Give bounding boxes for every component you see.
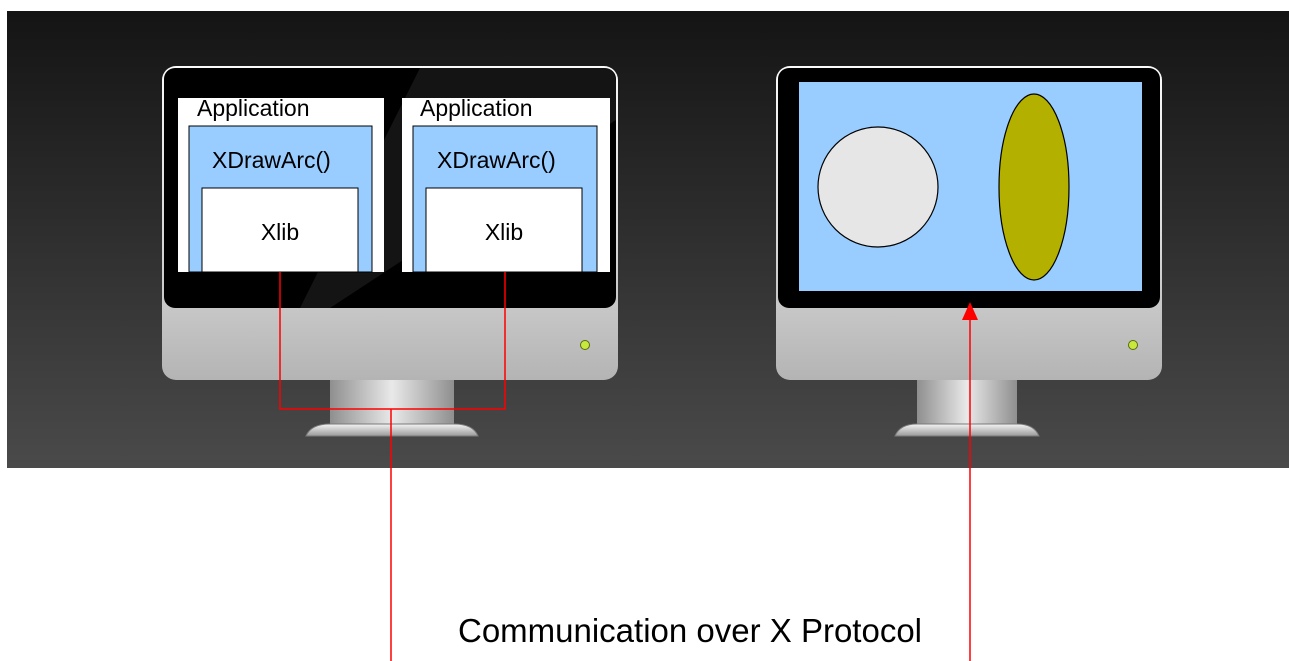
monitor-stand (917, 372, 1017, 426)
app-panel-1: Application XDrawArc() Xlib (178, 95, 384, 273)
right-monitor (776, 66, 1162, 437)
caption: Communication over X Protocol (458, 612, 922, 649)
app-lib-2: Xlib (485, 219, 523, 245)
monitor-base (894, 423, 1040, 437)
power-led (580, 340, 590, 350)
monitor-base (305, 423, 479, 437)
drawn-circle (817, 126, 939, 248)
app-call-1: XDrawArc() (212, 147, 331, 173)
left-monitor: Application XDrawArc() Xlib Application … (162, 66, 618, 437)
client-bracket-line (279, 272, 506, 410)
drawn-ellipse (998, 93, 1070, 281)
app-title-2: Application (420, 95, 533, 121)
app-call-2: XDrawArc() (437, 147, 556, 173)
arrow-head-icon (962, 302, 978, 320)
app-panel-2: Application XDrawArc() Xlib (402, 95, 610, 273)
power-led (1128, 340, 1138, 350)
monitor-stand (330, 372, 454, 426)
x-protocol-connectors (279, 272, 971, 661)
app-title-1: Application (197, 95, 310, 121)
app-lib-1: Xlib (261, 219, 299, 245)
